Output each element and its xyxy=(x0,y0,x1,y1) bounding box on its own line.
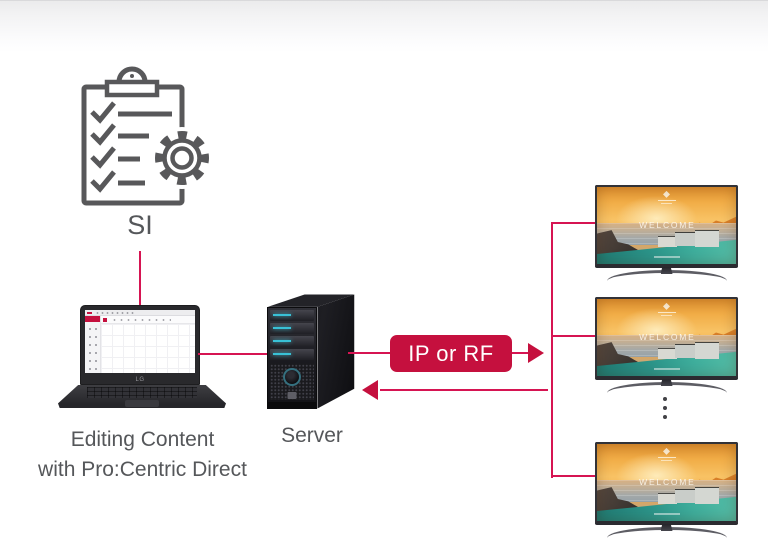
tv-2-foot xyxy=(660,379,673,386)
tv-welcome-text: WELCOME xyxy=(639,332,696,343)
tv-welcome-screen: WELCOME xyxy=(597,299,736,376)
tv-3: WELCOME xyxy=(595,442,738,538)
hotel-crest-icon xyxy=(655,302,679,316)
si-label: SI xyxy=(127,210,153,240)
drive-bay xyxy=(270,335,315,347)
editor-menubar xyxy=(85,310,195,316)
ip-or-rf-badge: IP or RF xyxy=(390,335,512,372)
connector-laptop-server xyxy=(198,353,268,355)
laptop: LG xyxy=(80,305,200,385)
laptop-caption-line1: Editing Content xyxy=(70,428,215,451)
scene-resort-buildings xyxy=(658,230,720,247)
hotel-crest-icon xyxy=(655,447,679,461)
hotel-crest-icon xyxy=(655,190,679,204)
arrow-to-server-icon xyxy=(362,380,378,400)
bay-led-light xyxy=(273,326,292,330)
editor-sidebar-header xyxy=(85,316,100,322)
server-tower xyxy=(265,292,357,416)
editor-sidebar-icons xyxy=(87,325,98,371)
server-label: Server xyxy=(281,424,343,447)
drive-bay xyxy=(270,322,315,334)
branch-to-tv3 xyxy=(551,475,597,477)
laptop-keyboard xyxy=(86,387,198,398)
server-power-knob xyxy=(283,367,302,386)
laptop-caption: Editing Content with Pro:Centric Direct xyxy=(25,425,260,485)
tv-2: WELCOME xyxy=(595,297,738,393)
drive-bay xyxy=(270,348,315,360)
bay-led-light xyxy=(273,339,292,343)
tv-welcome-text: WELCOME xyxy=(639,220,696,231)
tv-welcome-text: WELCOME xyxy=(639,477,696,488)
branch-to-tv1 xyxy=(551,222,597,224)
server-usb-port xyxy=(287,391,297,399)
bay-led-light xyxy=(273,352,292,356)
tv-1-panel: WELCOME xyxy=(595,185,738,268)
server-side-face xyxy=(317,294,355,409)
server-drive-bays xyxy=(270,309,315,362)
distribution-trunk-line xyxy=(551,222,553,478)
editor-sidebar xyxy=(85,316,101,373)
tv-welcome-screen: WELCOME xyxy=(597,187,736,264)
connector-si-laptop xyxy=(139,251,141,307)
laptop-brand-logo: LG xyxy=(135,377,145,383)
laptop-base xyxy=(58,385,226,408)
laptop-trackpad xyxy=(125,400,159,407)
tv-3-panel: WELCOME xyxy=(595,442,738,525)
more-tvs-ellipsis-icon xyxy=(663,397,667,419)
branch-to-tv2 xyxy=(551,335,597,337)
editor-grid-canvas xyxy=(101,324,195,373)
link-line-forward-left xyxy=(348,352,390,354)
bay-led-light xyxy=(273,313,292,317)
drive-bay xyxy=(270,309,315,321)
editor-logo-mark xyxy=(87,311,92,314)
tv-3-foot xyxy=(660,524,673,531)
arrow-to-tvs-icon xyxy=(528,343,544,363)
editor-menu-items xyxy=(95,312,135,314)
tv-1: WELCOME xyxy=(595,185,738,281)
top-gradient-band xyxy=(0,0,768,53)
server-front-face xyxy=(267,306,318,409)
link-line-forward-right xyxy=(512,352,529,354)
gear-icon xyxy=(151,127,213,189)
tv-2-panel: WELCOME xyxy=(595,297,738,380)
editor-toolbar-accent-button xyxy=(103,317,107,322)
link-line-return xyxy=(380,389,548,391)
editor-toolbar xyxy=(101,316,195,324)
laptop-caption-line2: with Pro:Centric Direct xyxy=(38,458,247,481)
tv-caption-bar xyxy=(653,367,680,370)
server-bottom-strip xyxy=(268,401,317,408)
laptop-screen-procentric-editor xyxy=(85,310,195,373)
tv-caption-bar xyxy=(653,255,680,258)
tv-welcome-screen: WELCOME xyxy=(597,444,736,521)
clipboard-gear-icon xyxy=(81,66,213,206)
tv-1-foot xyxy=(660,267,673,274)
editor-toolbar-icons xyxy=(111,318,171,321)
tv-caption-bar xyxy=(653,512,680,515)
